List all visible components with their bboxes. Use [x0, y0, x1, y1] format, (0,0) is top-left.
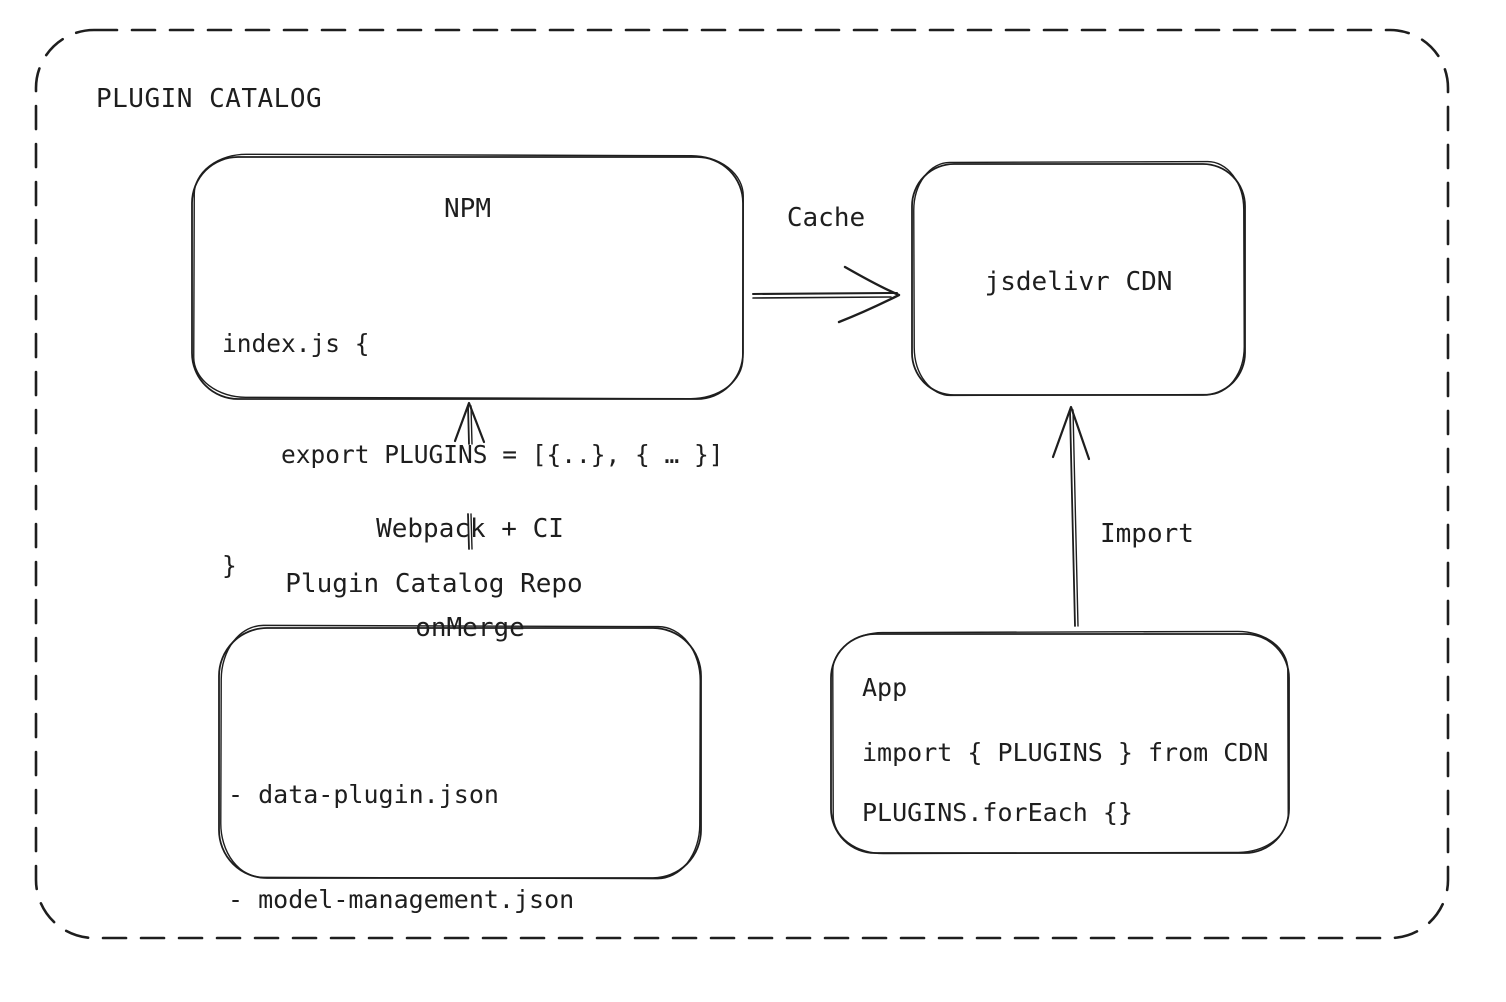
app-node-box [830, 630, 1290, 855]
cache-arrow [752, 265, 901, 324]
cdn-node-label: jsdelivr CDN [984, 267, 1173, 297]
import-arrow [1051, 405, 1091, 627]
npm-code-line: } [222, 551, 237, 580]
diagram-title: PLUGIN CATALOG [96, 84, 323, 114]
cache-arrow-label: Cache [786, 203, 866, 233]
repo-node-box [218, 624, 702, 880]
repo-item: … [228, 987, 574, 1002]
build-arrow [453, 401, 486, 550]
npm-node-box [191, 153, 744, 400]
npm-node-title: NPM [444, 194, 491, 224]
cdn-node-box [911, 160, 1246, 397]
build-arrow-label-line1: Webpack + CI [376, 514, 564, 544]
npm-code-line: export PLUGINS = [{..}, { … }] [222, 440, 724, 469]
catalog-boundary-frame [34, 28, 1450, 940]
repo-node-items: - data-plugin.json - model-management.js… [228, 707, 574, 1002]
import-arrow-label: Import [1100, 519, 1194, 549]
app-code-line: import { PLUGINS } from CDN [862, 738, 1269, 767]
repo-node-title: Plugin Catalog Repo [285, 569, 583, 599]
npm-code-line: index.js { [222, 329, 370, 358]
build-arrow-label-line2: onMerge [415, 613, 525, 643]
app-code-line: PLUGINS.forEach {} [862, 798, 1133, 827]
build-arrow-label: Webpack + CI onMerge [270, 447, 670, 711]
repo-item: - data-plugin.json [228, 780, 499, 809]
app-node-title: App [862, 673, 908, 702]
repo-item: - model-management.json [228, 885, 575, 914]
npm-node-code: index.js { export PLUGINS = [{..}, { … }… [222, 251, 724, 658]
